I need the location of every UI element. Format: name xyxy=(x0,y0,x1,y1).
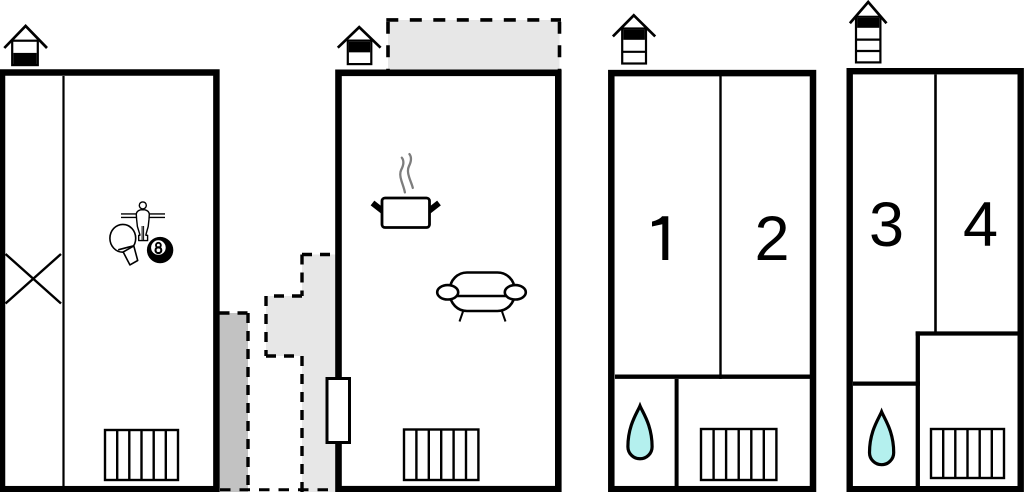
svg-text:2: 2 xyxy=(754,204,789,274)
svg-text:3: 3 xyxy=(869,190,904,260)
svg-text:4: 4 xyxy=(963,190,998,260)
